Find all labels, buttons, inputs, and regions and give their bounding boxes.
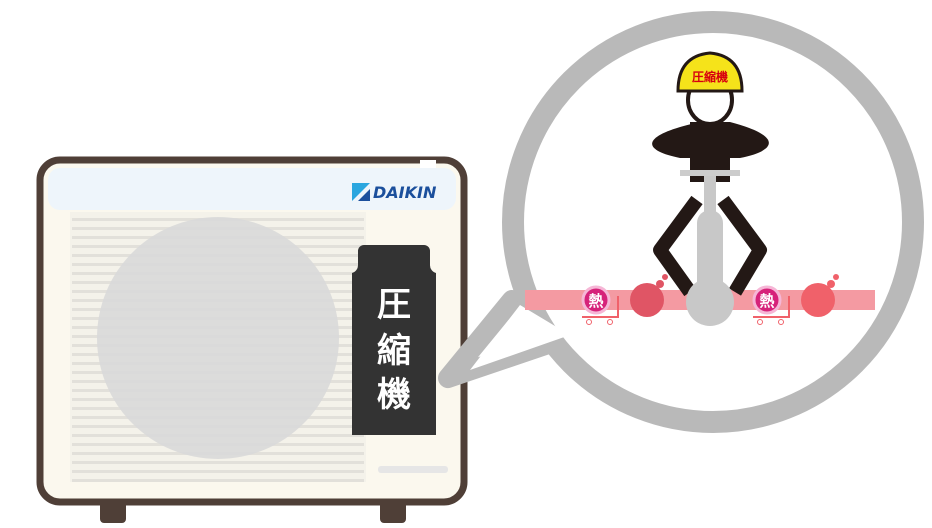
compressor-label-2: 縮 <box>377 331 411 371</box>
grille-slat <box>72 470 364 473</box>
grille-slat <box>72 479 364 482</box>
heat-cart-right: 熱 <box>752 274 839 325</box>
grille-slat <box>72 461 364 464</box>
brand-name: DAIKIN <box>373 183 437 202</box>
helmet-label: 圧縮機 <box>692 69 728 84</box>
daikin-logo: DAIKIN <box>352 183 437 202</box>
heat-label-right: 熱 <box>759 292 774 310</box>
compressor-label-3: 機 <box>377 375 411 415</box>
helmet-icon <box>676 51 744 93</box>
fan <box>97 217 339 459</box>
zoom-bubble: 圧縮機 熱 熱 <box>438 11 924 433</box>
heat-cart-left: 熱 <box>581 274 668 325</box>
outdoor-unit: DAIKIN 圧 縮 機 <box>36 156 468 523</box>
worker-figure: 圧縮機 <box>652 51 769 326</box>
heat-label-left: 熱 <box>588 292 603 310</box>
compressor-label-1: 圧 <box>377 285 411 325</box>
compressor <box>352 245 436 435</box>
